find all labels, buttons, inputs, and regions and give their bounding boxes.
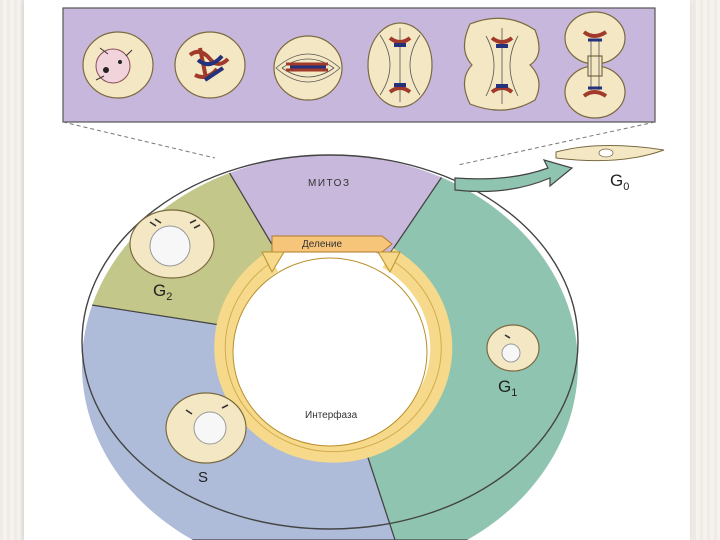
anaphase-cell [367, 22, 433, 108]
prometaphase-cell [174, 31, 246, 99]
interphase-arrow-ring [214, 235, 453, 463]
telophase-cell [463, 17, 540, 111]
mitosis-stage-cells [82, 11, 626, 119]
cytokinesis-cell [564, 11, 626, 119]
g1-label: G1 [498, 377, 517, 399]
g2-cell [129, 209, 215, 279]
mitosis-label: МИТОЗ [308, 178, 351, 189]
prophase-cell [82, 31, 154, 99]
ring-outline [81, 154, 579, 530]
g0-arrow [454, 159, 574, 193]
projection-line-right [457, 121, 656, 166]
s-cell [165, 392, 247, 464]
s-label: S [198, 469, 208, 486]
g2-label: G2 [153, 281, 172, 303]
projection-line-left [62, 121, 216, 159]
division-label: Деление [302, 239, 343, 250]
mitosis-stages-panel [62, 7, 656, 123]
g1-cell [486, 324, 540, 372]
g0-label: G0 [610, 171, 629, 193]
interphase-label: Интерфаза [305, 409, 358, 421]
division-arrow [271, 235, 393, 253]
metaphase-cell [273, 35, 343, 101]
